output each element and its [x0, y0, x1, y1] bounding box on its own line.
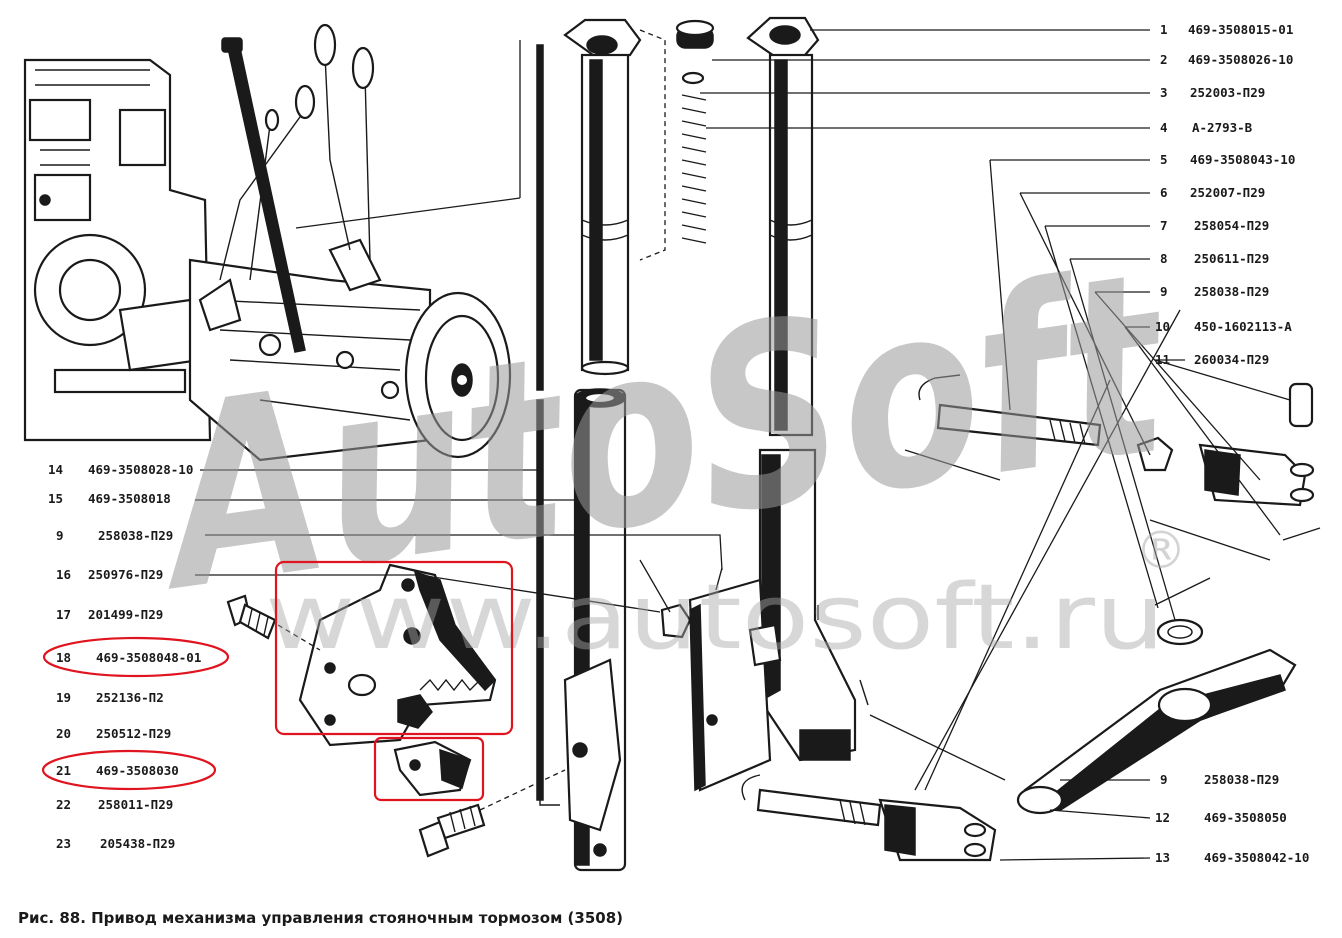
gearbox-illustration [23, 58, 512, 462]
part-code: 469-3508048-01 [96, 650, 201, 665]
part-code: 258038-П29 [98, 528, 173, 543]
part-code: 258038-П29 [1194, 284, 1269, 299]
part-number: 1 [1160, 22, 1168, 37]
part-number: 7 [1160, 218, 1168, 233]
right-part-labels: 1 469-3508015-01 2 469-3508026-10 3 252003-П2… [1155, 22, 1295, 367]
part-number: 6 [1160, 185, 1168, 200]
adjuster-rod-assembly [918, 374, 1321, 646]
highlight-oval-part-21 [41, 749, 217, 791]
part-number: 11 [1155, 352, 1170, 367]
left-lever-tube [563, 18, 642, 872]
part-code: 258054-П29 [1194, 218, 1269, 233]
part-number: 23 [56, 836, 71, 851]
part-code: 205438-П29 [100, 836, 175, 851]
right-leader-lines [700, 29, 1291, 861]
highlight-oval-part-18 [42, 636, 230, 678]
part-code: 250611-П29 [1194, 251, 1269, 266]
part-code: 450-1602113-А [1194, 319, 1292, 334]
left-part-labels: 14 469-3508028-10 15 469-3508018 9 258038-П29… [48, 462, 201, 851]
part-number: 21 [56, 763, 71, 778]
part-number: 15 [48, 491, 63, 506]
spring-cap-assembly [639, 19, 715, 261]
bell-crank-lever [741, 648, 1297, 862]
left-leader-lines [195, 469, 723, 613]
part-code: 469-3508028-10 [88, 462, 193, 477]
part-code: 201499-П29 [88, 607, 163, 622]
gear-levers [219, 23, 521, 353]
part-number: 9 [56, 528, 64, 543]
part-number: 22 [56, 797, 71, 812]
part-number: 16 [56, 567, 71, 582]
part-number: 20 [56, 726, 71, 741]
part-code: 252003-П29 [1190, 85, 1265, 100]
watermark-registered: ® [1135, 521, 1187, 581]
part-number: 19 [56, 690, 71, 705]
part-number: 12 [1155, 810, 1170, 825]
part-code: 250976-П29 [88, 567, 163, 582]
part-number: 5 [1160, 152, 1168, 167]
part-number: 9 [1160, 284, 1168, 299]
part-code: 260034-П29 [1194, 352, 1269, 367]
part-code: 469-3508030 [96, 763, 179, 778]
part-code: 469-3508043-10 [1190, 152, 1295, 167]
part-code: 250512-П29 [96, 726, 171, 741]
part-code: А-2793-В [1192, 120, 1253, 135]
part-number: 4 [1160, 120, 1168, 135]
part-number: 10 [1155, 319, 1170, 334]
part-code: 469-3508015-01 [1188, 22, 1293, 37]
part-number: 14 [48, 462, 63, 477]
ratchet-sector-assembly [298, 563, 497, 797]
part-number: 3 [1160, 85, 1168, 100]
part-code: 469-3508050 [1204, 810, 1287, 825]
brake-rods [536, 44, 560, 806]
highlight-box-pawl [373, 736, 485, 802]
part-code: 252136-П2 [96, 690, 164, 705]
part-code: 469-3508018 [88, 491, 171, 506]
part-number: 8 [1160, 251, 1168, 266]
part-code: 258038-П29 [1204, 772, 1279, 787]
part-code: 469-3508026-10 [1188, 52, 1293, 67]
part-code: 469-3508042-10 [1204, 850, 1309, 865]
part-number: 13 [1155, 850, 1170, 865]
part-number: 2 [1160, 52, 1168, 67]
highlights [41, 560, 514, 802]
part-code: 258011-П29 [98, 797, 173, 812]
highlight-box-sector [274, 560, 514, 736]
fasteners [226, 567, 723, 858]
part-number: 9 [1160, 772, 1168, 787]
part-code: 252007-П29 [1190, 185, 1265, 200]
part-number: 17 [56, 607, 71, 622]
watermark-url: www.autosoft.ru [265, 565, 1165, 670]
part-number: 18 [56, 650, 71, 665]
bottom-right-part-labels: 9 258038-П29 12 469-3508050 13 469-3508042-10 [1155, 772, 1309, 865]
figure-caption: Рис. 88. Привод механизма управления сто… [18, 909, 623, 927]
